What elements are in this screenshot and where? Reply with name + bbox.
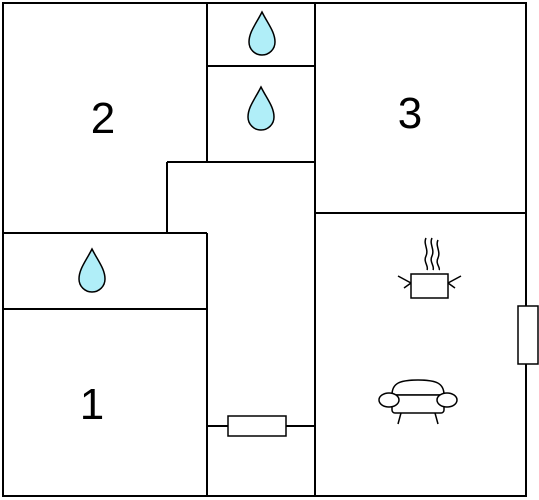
water-drop-icon (78, 247, 106, 293)
outer-wall (2, 2, 527, 497)
sofa-icon (378, 379, 458, 425)
steaming-pot-icon (397, 237, 462, 299)
water-drop-icon (247, 85, 275, 131)
radiator-icon (517, 305, 539, 365)
room-label-3: 3 (398, 89, 422, 138)
radiator-icon (227, 415, 287, 437)
interior-walls (3, 3, 526, 496)
room-label-2: 2 (91, 94, 115, 143)
room-label-1: 1 (80, 380, 104, 429)
water-drop-icon (248, 10, 276, 56)
